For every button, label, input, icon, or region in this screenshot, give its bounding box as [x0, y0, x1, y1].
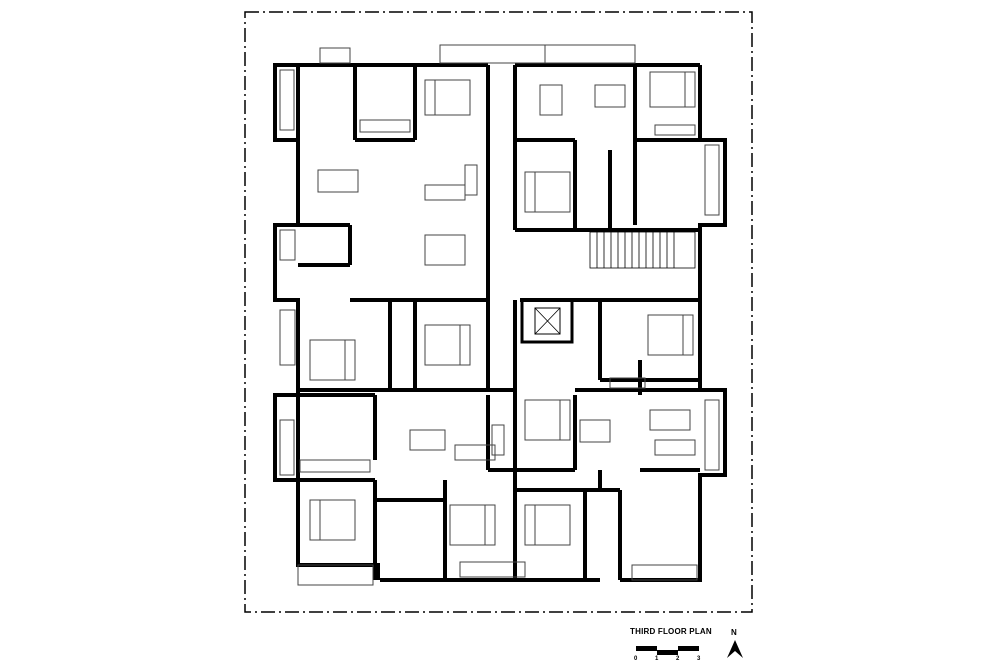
property-boundary: [244, 11, 753, 613]
plan-title: THIRD FLOOR PLAN: [630, 627, 712, 636]
scale-tick-2: 2: [676, 656, 680, 662]
walls: [273, 63, 727, 582]
north-label: N: [731, 628, 737, 637]
staircase: [589, 231, 696, 269]
scale-bar: [636, 646, 699, 655]
scale-tick-1: 1: [655, 656, 659, 662]
lift-core: [520, 298, 574, 344]
furniture: [279, 44, 720, 586]
scale-tick-0: 0: [634, 656, 638, 662]
north-arrow-icon: [727, 640, 743, 658]
scale-tick-3: 3: [697, 656, 701, 662]
